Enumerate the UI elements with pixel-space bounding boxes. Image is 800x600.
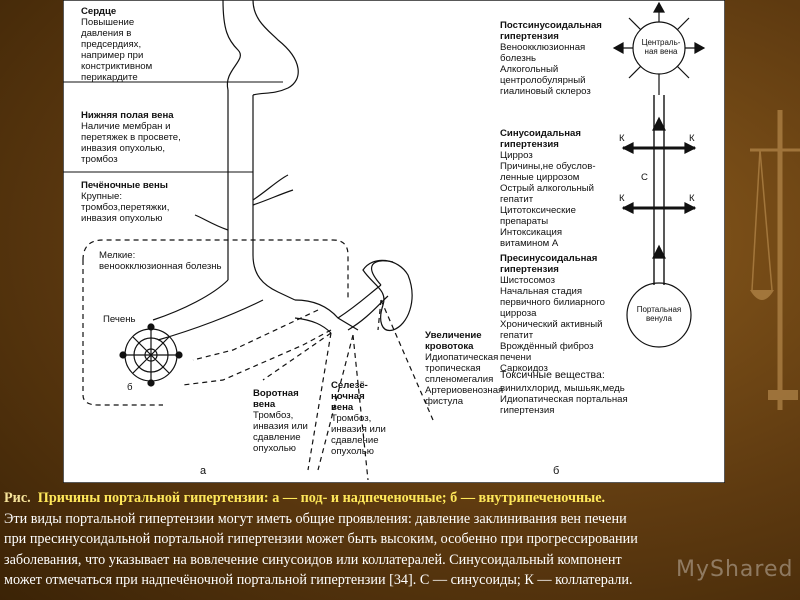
figure-caption: Рис. Причины портальной гипертензии: а —… <box>4 488 800 591</box>
label-central-vein: Централь- ная вена <box>641 38 681 56</box>
panel-a-label: а <box>200 465 207 477</box>
label-k-1: К <box>619 133 625 144</box>
label-portal-venule: Портальная венула <box>636 305 682 323</box>
label-c: С <box>641 172 648 183</box>
label-k-4: К <box>689 193 695 204</box>
central-vein <box>612 1 706 95</box>
watermark-logo: MyShared <box>676 557 794 582</box>
heart-outline <box>222 0 241 91</box>
liver-lobule <box>119 323 183 387</box>
ivc-right-wall <box>252 95 296 301</box>
label-small-veins: Мелкие: веноокклюзионная болезнь <box>99 250 222 272</box>
label-liver-b: б <box>127 382 133 393</box>
heart-outline-right <box>252 0 299 96</box>
label-toxic-text: винилхлорид, мышьяк,медь Идиопатическая … <box>500 383 628 416</box>
label-toxic-title: Токсичные вещества: <box>500 369 605 381</box>
caption-line-5: может отмечаться при надпечёночной порта… <box>4 572 633 588</box>
caption-line-2: Эти виды портальной гипертензии могут им… <box>4 510 627 527</box>
label-k-3: К <box>619 193 625 204</box>
scales-decoration <box>750 110 800 410</box>
caption-title-line: Рис. Причины портальной гипертензии: а —… <box>4 490 606 506</box>
portal-venule <box>626 282 692 348</box>
panel-b-label: б <box>553 465 560 477</box>
diagram-drawing <box>63 0 725 483</box>
caption-line-4: заболевания, что указывает на вовлечение… <box>4 551 622 568</box>
label-liver: Печень <box>103 314 136 325</box>
label-k-2: К <box>689 133 695 144</box>
caption-line-3: при пресинусоидальной портальной гиперте… <box>4 531 638 547</box>
spleen-outline <box>362 259 413 331</box>
